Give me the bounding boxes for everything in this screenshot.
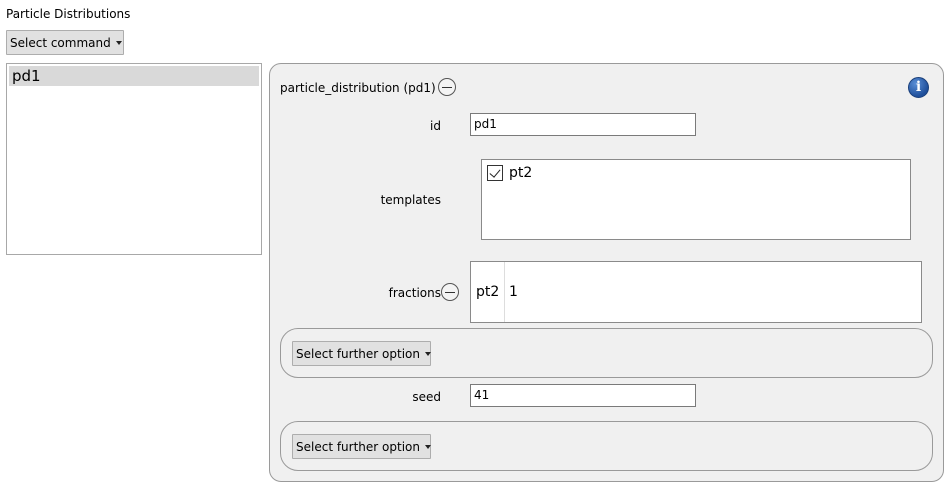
templates-list[interactable]: pt2 <box>481 159 911 240</box>
select-command-button[interactable]: Select command <box>6 30 124 55</box>
fractions-minus-icon[interactable] <box>441 283 459 301</box>
seed-label: seed <box>412 390 441 404</box>
further-option-label-1: Select further option <box>296 346 420 361</box>
info-icon[interactable]: i <box>908 77 929 98</box>
template-option-label: pt2 <box>509 165 533 181</box>
select-further-option-button-2[interactable]: Select further option <box>292 434 431 459</box>
panel-title: particle_distribution (pd1) <box>280 81 436 95</box>
distribution-list[interactable]: pd1 <box>6 63 262 255</box>
id-input[interactable]: pd1 <box>470 113 696 136</box>
further-option-label-2: Select further option <box>296 439 420 454</box>
page-title: Particle Distributions <box>6 7 131 21</box>
fractions-table[interactable]: pt2 1 <box>470 261 922 323</box>
fraction-value[interactable]: 1 <box>509 284 518 300</box>
select-further-option-button-1[interactable]: Select further option <box>292 341 431 366</box>
fractions-label: fractions <box>388 286 441 300</box>
collapse-minus-icon[interactable] <box>438 78 456 96</box>
fraction-key: pt2 <box>471 262 505 322</box>
chevron-down-icon <box>424 351 431 356</box>
chevron-down-icon <box>424 444 431 449</box>
list-item-pd1[interactable]: pd1 <box>9 66 259 86</box>
checkbox-checked-icon[interactable] <box>487 165 503 181</box>
id-label: id <box>430 119 441 133</box>
seed-input[interactable]: 41 <box>470 384 696 407</box>
templates-label: templates <box>380 193 441 207</box>
select-command-label: Select command <box>10 35 111 50</box>
chevron-down-icon <box>115 40 122 45</box>
